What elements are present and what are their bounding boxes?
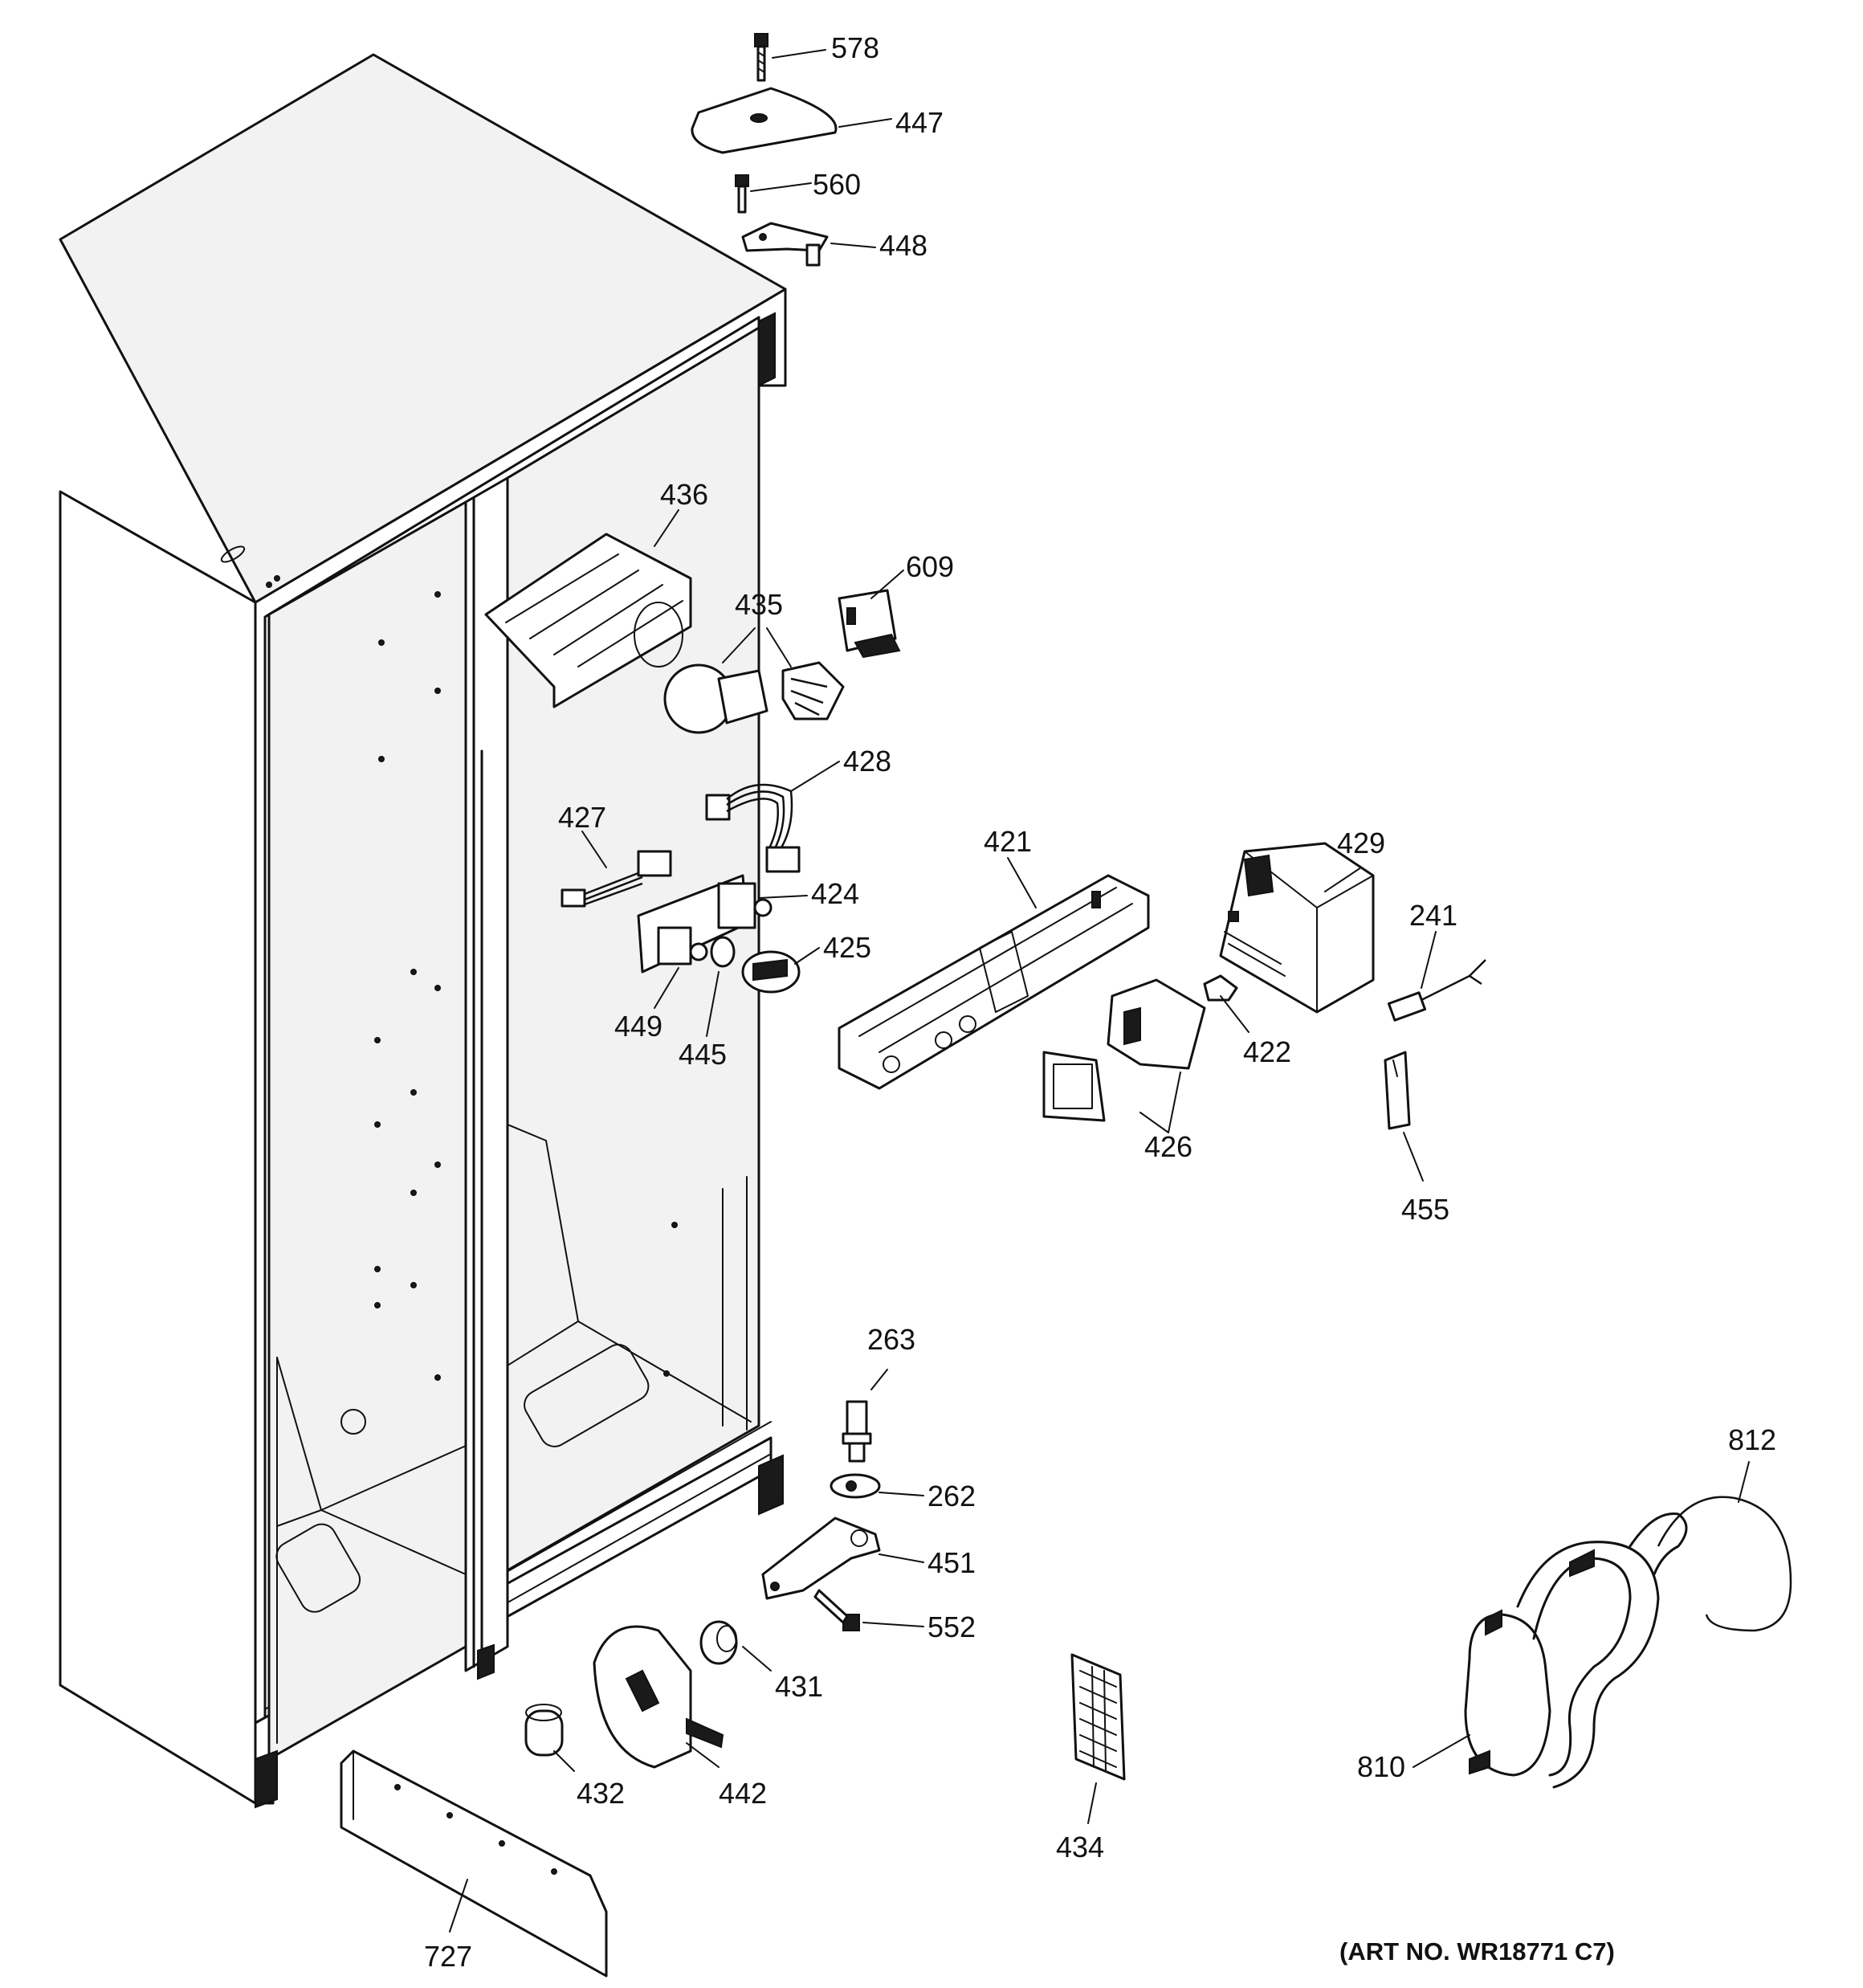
callout-425: 425 bbox=[823, 931, 871, 964]
callout-427: 427 bbox=[558, 801, 606, 834]
part-727-kick-plate bbox=[340, 1749, 608, 1978]
part-241-sensor bbox=[1387, 959, 1486, 1022]
part-431-cap bbox=[699, 1620, 738, 1665]
callout-578: 578 bbox=[831, 31, 879, 64]
callout-442: 442 bbox=[719, 1777, 767, 1810]
callout-435: 435 bbox=[735, 588, 783, 621]
part-436-light-shield bbox=[484, 533, 692, 708]
part-451-bracket bbox=[761, 1517, 881, 1600]
part-442-damper-control bbox=[593, 1625, 724, 1769]
callout-447: 447 bbox=[895, 106, 944, 139]
part-578-screw bbox=[754, 33, 768, 82]
callout-609: 609 bbox=[906, 550, 954, 583]
callout-455: 455 bbox=[1401, 1193, 1449, 1226]
part-425-knob bbox=[741, 950, 801, 994]
part-424-control bbox=[637, 874, 773, 974]
part-810-812-water-assembly bbox=[1464, 1496, 1792, 1789]
part-455-damper bbox=[1384, 1051, 1411, 1130]
callout-431: 431 bbox=[775, 1670, 823, 1703]
part-448-hinge bbox=[741, 222, 829, 267]
part-445-bushing bbox=[710, 936, 736, 968]
callout-812: 812 bbox=[1728, 1423, 1776, 1456]
part-422-clip bbox=[1203, 974, 1238, 1002]
callout-432: 432 bbox=[577, 1777, 625, 1810]
part-609-switch bbox=[838, 589, 901, 659]
part-447-hinge-cover bbox=[691, 87, 838, 154]
part-435-bulb-socket bbox=[663, 661, 845, 734]
callout-428: 428 bbox=[843, 745, 891, 778]
callout-426: 426 bbox=[1144, 1130, 1192, 1163]
callout-552: 552 bbox=[927, 1610, 976, 1643]
callout-560: 560 bbox=[813, 168, 861, 201]
part-560-screw bbox=[735, 174, 749, 214]
part-428-harness bbox=[705, 783, 801, 873]
callout-448: 448 bbox=[879, 229, 927, 262]
callout-727: 727 bbox=[424, 1940, 472, 1973]
part-552-screw bbox=[813, 1589, 860, 1631]
callout-421: 421 bbox=[984, 825, 1032, 858]
leader-lines bbox=[449, 49, 1750, 1933]
art-number: (ART NO. WR18771 C7) bbox=[1339, 1937, 1615, 1966]
callout-436: 436 bbox=[660, 478, 708, 511]
callout-449: 449 bbox=[614, 1010, 662, 1043]
callout-434: 434 bbox=[1056, 1831, 1104, 1863]
callout-labels: 578 447 560 448 436 609 435 428 427 421 … bbox=[424, 31, 1776, 1973]
part-432-bushing bbox=[524, 1704, 564, 1757]
part-427-harness bbox=[561, 850, 672, 908]
part-434-grille bbox=[1070, 1653, 1126, 1781]
callout-262: 262 bbox=[927, 1480, 976, 1512]
callout-263: 263 bbox=[867, 1323, 915, 1356]
part-263-pin bbox=[842, 1400, 872, 1463]
part-426-module bbox=[1042, 978, 1206, 1122]
part-429-housing bbox=[1219, 842, 1375, 1014]
callout-451: 451 bbox=[927, 1546, 976, 1579]
part-421-housing bbox=[838, 874, 1150, 1090]
parts bbox=[340, 33, 1792, 1978]
callout-241: 241 bbox=[1409, 899, 1457, 932]
callout-422: 422 bbox=[1243, 1035, 1291, 1068]
part-262-washer bbox=[830, 1473, 881, 1499]
callout-445: 445 bbox=[679, 1038, 727, 1071]
callout-810: 810 bbox=[1357, 1750, 1405, 1783]
callout-424: 424 bbox=[811, 877, 859, 910]
callout-429: 429 bbox=[1337, 827, 1385, 859]
